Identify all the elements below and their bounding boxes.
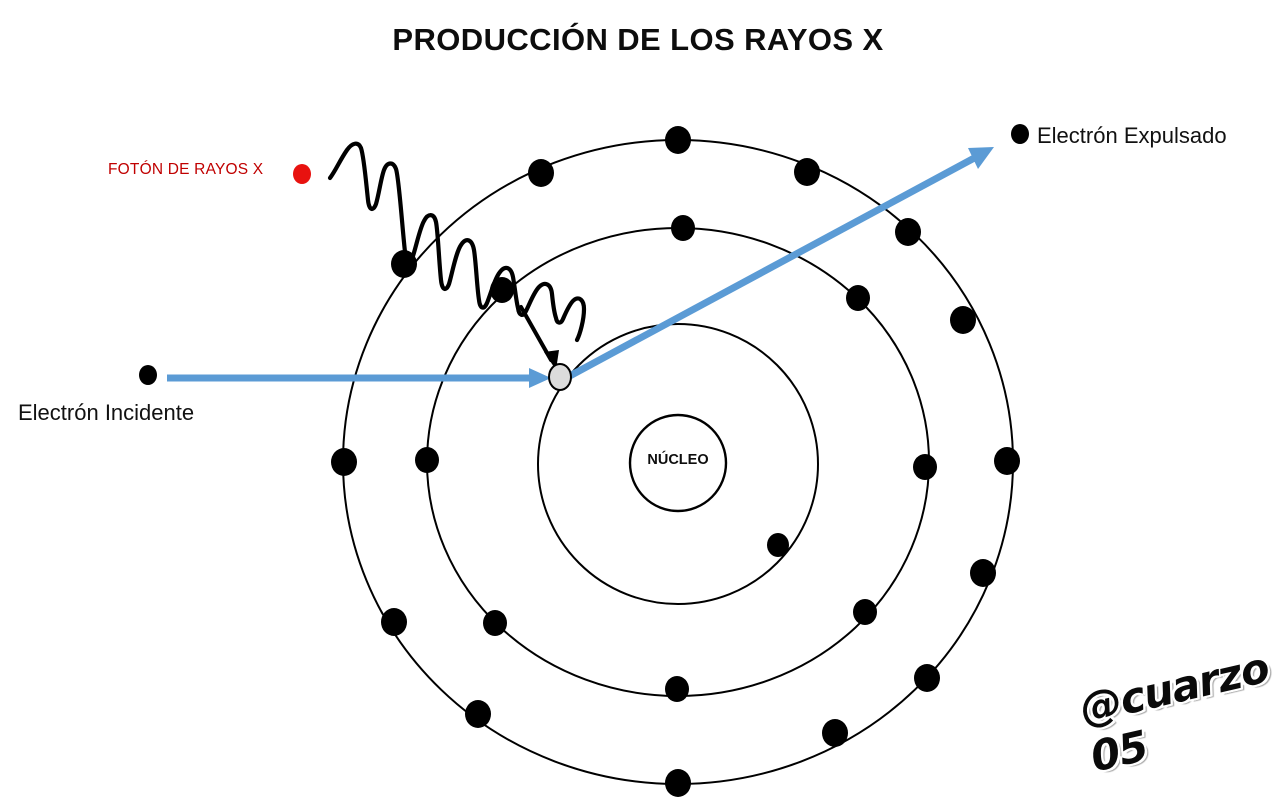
electron-dot	[846, 285, 870, 311]
electron-dot	[913, 454, 937, 480]
ejected-electron-marker-dot	[1011, 124, 1029, 144]
electron-dot	[950, 306, 976, 334]
ejected-electron-label: Electrón Expulsado	[1037, 123, 1227, 148]
nucleus-circle	[628, 413, 728, 513]
electron-dot	[794, 158, 820, 186]
page-title: PRODUCCIÓN DE LOS RAYOS X	[392, 22, 884, 57]
incident-electron-arrow	[167, 368, 551, 388]
electron-dot	[415, 447, 439, 473]
electron-dot	[822, 719, 848, 747]
electron-dot	[994, 447, 1020, 475]
electron-dot	[853, 599, 877, 625]
electron-dot	[767, 533, 789, 557]
incident-electron-label: Electrón Incidente	[18, 400, 195, 425]
electron-dot	[665, 676, 689, 702]
xray-photon-label: FOTÓN DE RAYOS X	[108, 161, 264, 178]
electrons-group	[331, 126, 1020, 797]
xray-photon-marker-dot	[293, 164, 311, 184]
xray-photon-wave	[327, 141, 587, 343]
electron-dot	[483, 610, 507, 636]
electron-dot	[665, 126, 691, 154]
ejected-electron-arrow	[564, 147, 994, 382]
electron-dot	[665, 769, 691, 797]
electron-dot	[331, 448, 357, 476]
electron-dot	[895, 218, 921, 246]
inner-shell	[537, 323, 819, 605]
electron-dot	[528, 159, 554, 187]
incident-electron-marker-dot	[139, 365, 157, 385]
nucleus-label: NÚCLEO	[647, 452, 709, 468]
electron-dot	[671, 215, 695, 241]
electron-dot	[970, 559, 996, 587]
photon-impact-arrow	[519, 305, 559, 370]
electron-dot	[381, 608, 407, 636]
electron-vacancy	[548, 363, 572, 391]
electron-dot	[914, 664, 940, 692]
electron-dot	[465, 700, 491, 728]
